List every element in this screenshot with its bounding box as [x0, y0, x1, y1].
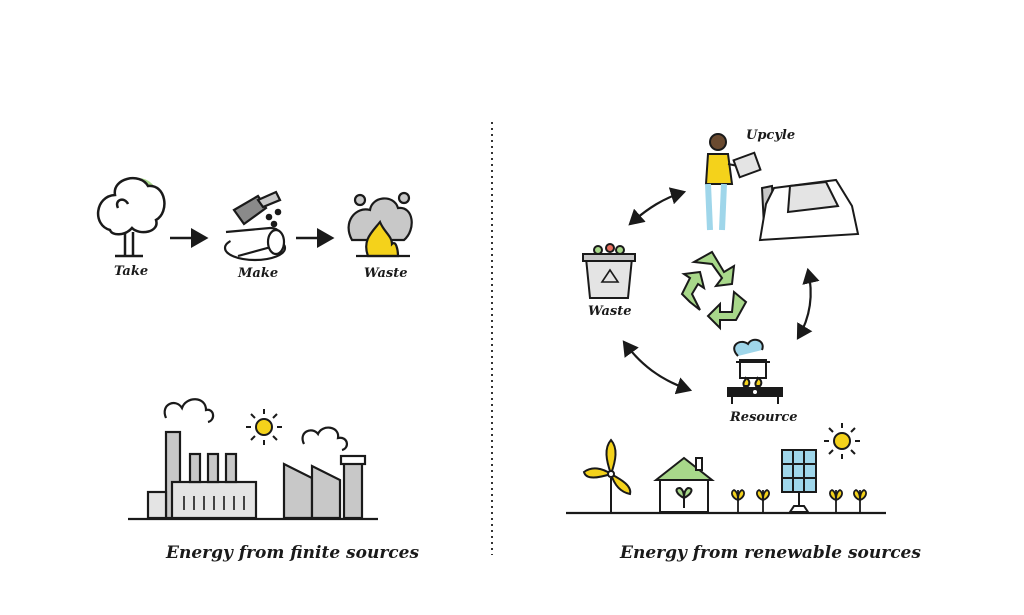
label-waste-linear: Waste [364, 266, 408, 281]
caption-finite: Energy from finite sources [166, 543, 420, 563]
sun-icon [246, 409, 282, 445]
recycling-bin-icon [582, 243, 636, 299]
person-upcycle-icon [704, 133, 860, 242]
recycle-icon [680, 250, 748, 331]
fire-smoke-icon [347, 191, 413, 258]
axe-log-icon [223, 190, 287, 262]
label-resource: Resource [730, 410, 798, 425]
factory-icon [128, 398, 378, 521]
solar-panel-icon [781, 449, 817, 513]
tree-icon [96, 176, 166, 258]
caption-renewable: Energy from renewable sources [620, 543, 921, 563]
wind-turbine-icon [582, 438, 632, 512]
house-icon [653, 456, 715, 513]
sprout-icon [731, 488, 867, 512]
stove-pot-icon [727, 338, 783, 404]
label-take: Take [114, 264, 149, 279]
cycle-arrows [622, 187, 820, 395]
label-make: Make [238, 266, 279, 281]
label-upcycle: Upcyle [746, 128, 796, 143]
label-waste-circular: Waste [588, 304, 632, 319]
sun-icon-right [824, 423, 860, 459]
